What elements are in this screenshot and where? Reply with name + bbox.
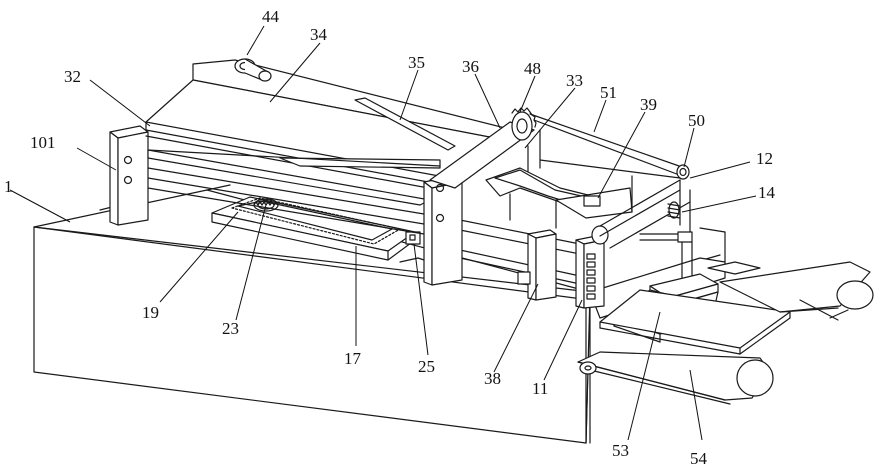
label-36: 36 (462, 57, 479, 76)
lower-conveyor (578, 352, 773, 404)
middle-post (424, 176, 462, 285)
belt-drive (530, 114, 689, 179)
label-101: 101 (30, 133, 56, 152)
label-51: 51 (600, 83, 617, 102)
label-34: 34 (310, 25, 328, 44)
label-39: 39 (640, 95, 657, 114)
label-11: 11 (532, 379, 548, 398)
label-54: 54 (690, 449, 708, 468)
label-33: 33 (566, 71, 583, 90)
left-post (110, 126, 148, 225)
label-38: 38 (484, 369, 501, 388)
label-25: 25 (418, 357, 435, 376)
chute (486, 168, 632, 228)
label-50: 50 (688, 111, 705, 130)
label-48: 48 (524, 59, 541, 78)
label-32: 32 (64, 67, 81, 86)
label-19: 19 (142, 303, 159, 322)
label-1: 1 (4, 177, 13, 196)
label-44: 44 (262, 7, 280, 26)
label-12: 12 (756, 149, 773, 168)
label-35: 35 (408, 53, 425, 72)
label-14: 14 (758, 183, 776, 202)
label-53: 53 (612, 441, 629, 460)
label-17: 17 (344, 349, 362, 368)
slotted-post (576, 226, 608, 308)
machine-line-art (34, 59, 873, 443)
label-23: 23 (222, 319, 239, 338)
